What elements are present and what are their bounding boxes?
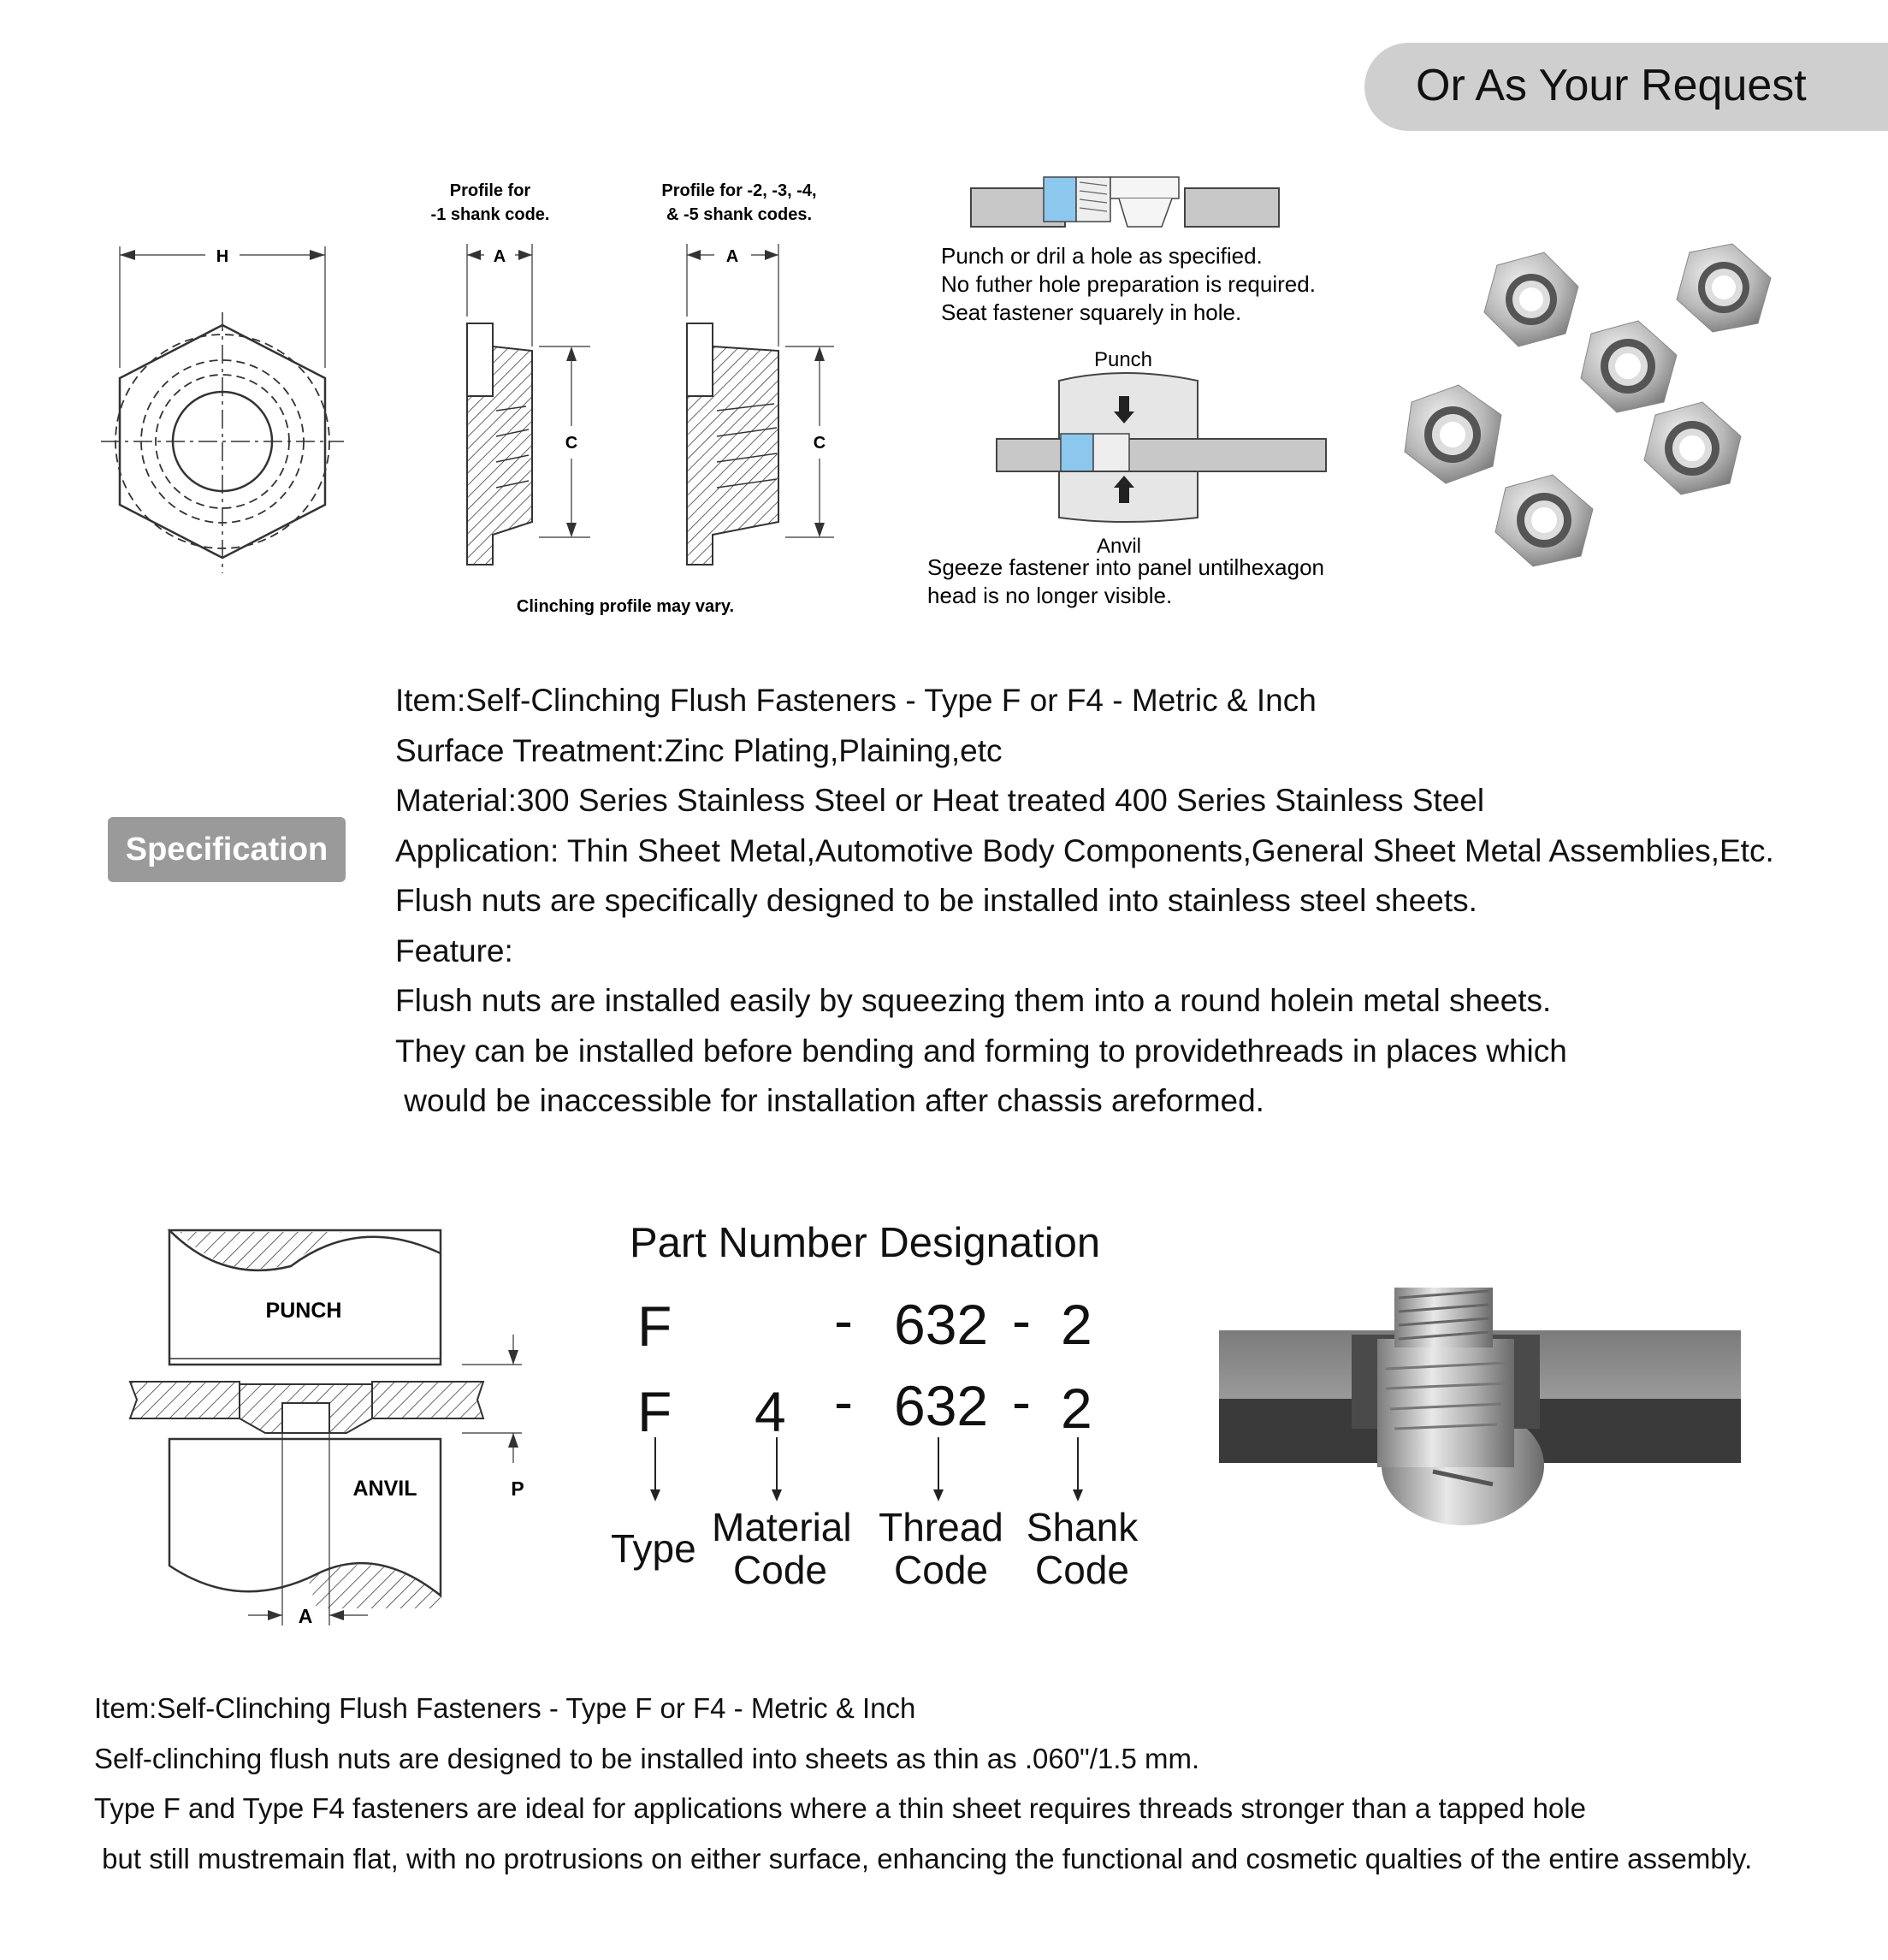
profile1-title-line2: -1 shank code. bbox=[431, 205, 550, 224]
install-steps-drawing: Punch or dril a hole as specified. No fu… bbox=[927, 176, 1327, 608]
spec-line: Item:Self-Clinching Flush Fasteners - Ty… bbox=[395, 683, 1317, 718]
spec-line: Feature: bbox=[395, 933, 513, 968]
row2-shank: 2 bbox=[1061, 1377, 1092, 1440]
label-material-line2: Code bbox=[733, 1548, 827, 1592]
press-diagram: PUNCH ANVIL P A bbox=[128, 1229, 524, 1627]
label-material-line1: Material bbox=[712, 1505, 852, 1549]
punch-block: PUNCH bbox=[167, 1229, 442, 1366]
step2-figure bbox=[996, 372, 1327, 523]
product-photo-nuts bbox=[1404, 243, 1772, 567]
spec-line: Flush nuts are specifically designed to … bbox=[395, 883, 1477, 918]
anvil-text: ANVIL bbox=[353, 1477, 417, 1501]
dimension-drawing: H Profile for -1 shank code. A C Profile… bbox=[101, 181, 834, 616]
profile1-dim-c: C bbox=[565, 434, 577, 453]
sheet-panel bbox=[128, 1381, 485, 1434]
profile2-dim-a: A bbox=[726, 247, 738, 266]
step1-line1: Punch or dril a hole as specified. bbox=[941, 243, 1263, 269]
row2-type: F bbox=[637, 1380, 672, 1443]
row1-dash1: - bbox=[834, 1288, 853, 1352]
step2-line1: Sgeeze fastener into panel untilhexagon bbox=[927, 554, 1324, 580]
label-thread-line2: Code bbox=[894, 1548, 988, 1592]
profile-shank-1: Profile for -1 shank code. A C bbox=[431, 181, 590, 565]
row1-type: F bbox=[637, 1294, 672, 1358]
spec-line: Application: Thin Sheet Metal,Automotive… bbox=[395, 832, 1774, 868]
nut-2 bbox=[1676, 243, 1772, 333]
specification-text: Item:Self-Clinching Flush Fasteners - Ty… bbox=[395, 676, 1774, 1127]
nut-6 bbox=[1494, 474, 1594, 567]
row2-thread: 632 bbox=[894, 1374, 989, 1437]
profile-shank-2-5: Profile for -2, -3, -4, & -5 shank codes… bbox=[661, 181, 834, 565]
row1-dash2: - bbox=[1012, 1288, 1031, 1352]
step2-line2: head is no longer visible. bbox=[927, 583, 1172, 608]
profile1-dim-a: A bbox=[494, 247, 506, 266]
step1-line2: No futher hole preparation is required. bbox=[941, 271, 1316, 297]
bottom-line: Self-clinching flush nuts are designed t… bbox=[94, 1742, 1200, 1774]
spec-line: Surface Treatment:Zinc Plating,Plaining,… bbox=[395, 732, 1003, 768]
step1-line3: Seat fastener squarely in hole. bbox=[941, 299, 1241, 325]
bottom-line: Type F and Type F4 fasteners are ideal f… bbox=[94, 1792, 1586, 1824]
label-shank-line2: Code bbox=[1035, 1548, 1129, 1592]
profile2-dim-c: C bbox=[814, 434, 826, 453]
installed-fastener-photo bbox=[1219, 1288, 1741, 1525]
anvil-label: Anvil bbox=[1097, 535, 1141, 558]
request-label: Or As Your Request bbox=[1416, 61, 1807, 110]
nut-3 bbox=[1580, 320, 1678, 413]
row2-material: 4 bbox=[755, 1380, 786, 1443]
profile2-title-line1: Profile for -2, -3, -4, bbox=[661, 181, 816, 200]
request-tab bbox=[1364, 43, 1888, 131]
label-thread: Thread Code bbox=[873, 1506, 1009, 1591]
punch-text: PUNCH bbox=[266, 1299, 342, 1323]
profile2-title-line2: & -5 shank codes. bbox=[666, 205, 812, 224]
part-number-arrows bbox=[650, 1437, 1083, 1501]
hex-top-view: H bbox=[101, 246, 344, 573]
profile1-title-line1: Profile for bbox=[450, 181, 531, 200]
specification-badge: Specification bbox=[108, 817, 346, 882]
dim-p-label: P bbox=[511, 1477, 524, 1500]
bottom-line: but still mustremain flat, with no protr… bbox=[94, 1842, 1753, 1874]
dim-h-label: H bbox=[216, 247, 228, 266]
row2-dash2: - bbox=[1012, 1370, 1031, 1433]
label-type: Type bbox=[611, 1526, 696, 1571]
label-shank: Shank Code bbox=[1014, 1506, 1151, 1591]
label-shank-line1: Shank bbox=[1026, 1505, 1139, 1549]
punch-label: Punch bbox=[1094, 348, 1152, 371]
row2-dash1: - bbox=[834, 1370, 853, 1433]
clinch-note: Clinching profile may vary. bbox=[517, 597, 734, 616]
step1-figure bbox=[970, 176, 1280, 228]
dim-a-label: A bbox=[299, 1605, 313, 1627]
spec-line: would be inaccessible for installation a… bbox=[395, 1083, 1264, 1118]
bottom-description: Item:Self-Clinching Flush Fasteners - Ty… bbox=[94, 1684, 1752, 1884]
spec-line: Flush nuts are installed easily by squee… bbox=[395, 983, 1552, 1018]
anvil-block: ANVIL bbox=[168, 1433, 442, 1625]
spec-line: Material:300 Series Stainless Steel or H… bbox=[395, 783, 1485, 818]
bottom-line: Item:Self-Clinching Flush Fasteners - Ty… bbox=[94, 1692, 916, 1724]
nut-4 bbox=[1404, 384, 1502, 484]
nut-5 bbox=[1643, 401, 1742, 495]
part-number-title: Part Number Designation bbox=[630, 1220, 1101, 1266]
nut-1 bbox=[1483, 252, 1579, 347]
row1-thread: 632 bbox=[894, 1293, 989, 1356]
spec-line: They can be installed before bending and… bbox=[395, 1033, 1567, 1069]
row1-shank: 2 bbox=[1061, 1293, 1092, 1356]
label-material: Material Code bbox=[712, 1505, 852, 1592]
label-thread-line1: Thread bbox=[879, 1505, 1003, 1549]
